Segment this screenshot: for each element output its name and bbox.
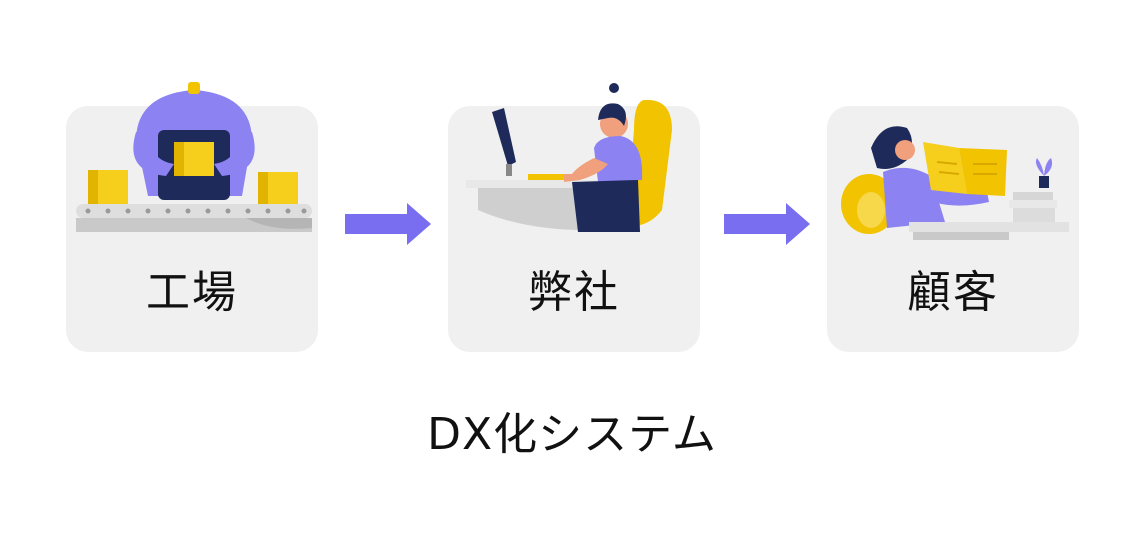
step-label-company: 弊社 xyxy=(528,267,620,318)
step-card-company: 弊社 xyxy=(448,83,700,352)
factory-worker-icon xyxy=(76,82,312,232)
step-card-factory: 工場 xyxy=(66,82,318,352)
step-label-customer: 顧客 xyxy=(907,267,999,318)
customer-reading-icon xyxy=(841,126,1069,240)
arrow-right-icon xyxy=(724,203,810,245)
step-label-factory: 工場 xyxy=(146,267,238,318)
step-card-customer: 顧客 xyxy=(827,106,1079,352)
arrow-right-icon xyxy=(345,203,431,245)
caption-dx-system: DX化システム xyxy=(427,409,717,460)
office-worker-icon xyxy=(466,83,672,232)
